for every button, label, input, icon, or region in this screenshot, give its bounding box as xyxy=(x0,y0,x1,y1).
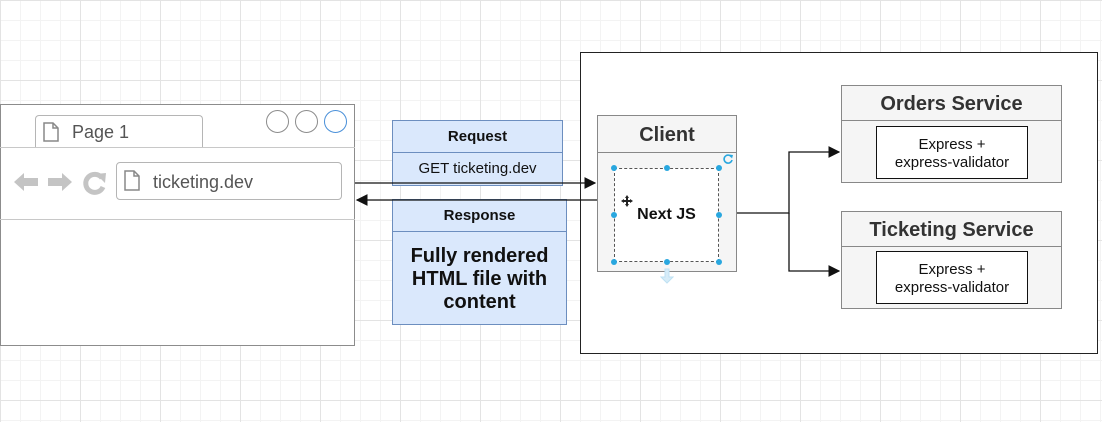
forward-arrow-icon[interactable] xyxy=(46,171,74,193)
back-arrow-icon[interactable] xyxy=(12,171,40,193)
express-line: express-validator xyxy=(894,154,1010,171)
toolbar-divider xyxy=(0,219,355,220)
response-line: Fully rendered xyxy=(410,245,549,267)
response-body: Fully rendered HTML file with content xyxy=(392,245,567,314)
selection-handle[interactable] xyxy=(611,259,617,265)
request-body-box[interactable] xyxy=(392,152,563,186)
express-line: Express + xyxy=(918,136,986,153)
response-header: Response xyxy=(443,207,516,224)
ticketing-express-box[interactable]: Express + express-validator xyxy=(876,251,1028,304)
response-line: content xyxy=(443,291,516,313)
selection-handle[interactable] xyxy=(664,259,670,265)
move-cursor-icon xyxy=(621,195,633,207)
client-divider xyxy=(597,152,737,153)
client-title: Client xyxy=(639,124,695,146)
request-body: GET ticketing.dev xyxy=(418,160,537,177)
response-body-box[interactable] xyxy=(392,231,567,325)
selection-handle[interactable] xyxy=(716,212,722,218)
refresh-icon[interactable] xyxy=(82,170,108,196)
browser-tab[interactable] xyxy=(35,115,203,148)
nextjs-label: Next JS xyxy=(637,206,696,223)
service-divider xyxy=(841,246,1062,247)
selection-handle[interactable] xyxy=(716,259,722,265)
nextjs-box[interactable] xyxy=(614,168,719,262)
client-to-orders-arrow xyxy=(737,146,841,214)
address-text: ticketing.dev xyxy=(153,172,254,192)
response-line: HTML file with xyxy=(411,268,548,290)
orders-service-title: Orders Service xyxy=(880,93,1023,115)
tab-label: Page 1 xyxy=(72,122,130,142)
express-line: express-validator xyxy=(894,279,1010,296)
page-icon xyxy=(124,170,140,191)
page-icon xyxy=(43,122,59,142)
ticketing-service-title: Ticketing Service xyxy=(869,219,1034,241)
client-to-ticketing-arrow xyxy=(788,213,841,277)
request-header: Request xyxy=(447,128,508,145)
connect-arrow-down-icon[interactable] xyxy=(660,268,674,284)
address-bar[interactable] xyxy=(116,162,342,200)
selection-handle[interactable] xyxy=(611,165,617,171)
service-divider xyxy=(841,120,1062,121)
window-circle-3[interactable] xyxy=(324,110,347,133)
window-circle-1[interactable] xyxy=(266,110,289,133)
response-header-box[interactable] xyxy=(392,199,567,232)
selection-handle[interactable] xyxy=(611,212,617,218)
selection-handle[interactable] xyxy=(664,165,670,171)
orders-express-box[interactable]: Express + express-validator xyxy=(876,126,1028,179)
window-circle-2[interactable] xyxy=(295,110,318,133)
selection-handle[interactable] xyxy=(716,165,722,171)
tab-divider xyxy=(0,147,355,148)
rotate-icon[interactable] xyxy=(722,153,734,165)
express-line: Express + xyxy=(918,261,986,278)
